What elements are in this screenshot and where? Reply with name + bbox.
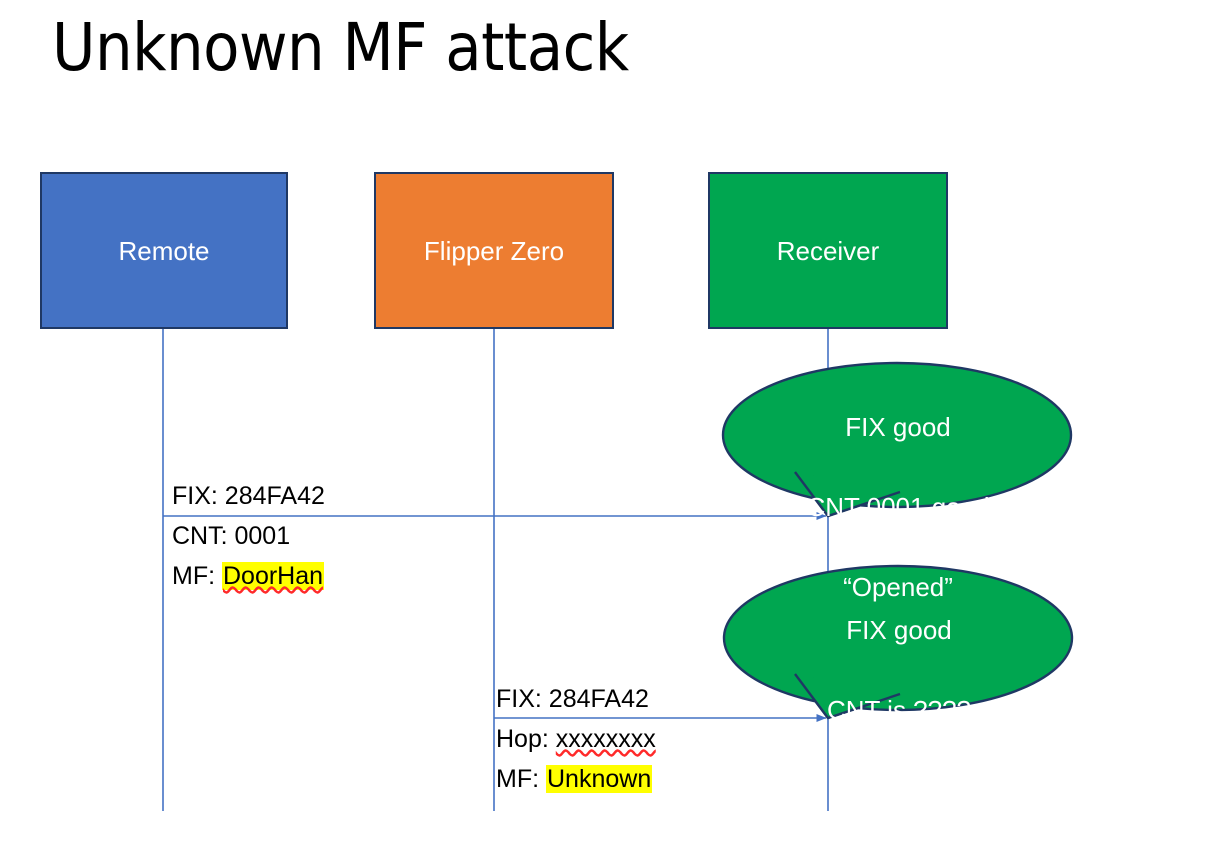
message-label-2: FIX: 284FA42 Hop: xxxxxxxx MF: Unknown <box>496 679 656 799</box>
actor-box-flipper-zero[interactable]: Flipper Zero <box>374 172 614 329</box>
message-2-line-3-value: Unknown <box>546 765 653 793</box>
actor-box-remote[interactable]: Remote <box>40 172 288 329</box>
message-2-line-3-prefix: MF: <box>496 765 546 793</box>
bubble-1-line-3: “Opened” <box>843 572 953 602</box>
page-title: Unknown MF attack <box>52 9 629 86</box>
message-2-line-1-value: 284FA42 <box>548 685 649 713</box>
message-2-line-2-prefix: Hop: <box>496 725 556 753</box>
slide-canvas: Unknown MF attack Remote Flipper Zero <box>40 9 1074 811</box>
actor-label-remote: Remote <box>118 235 210 266</box>
message-1-line-2: CNT: 0001 <box>172 516 325 556</box>
message-2-line-1-prefix: FIX: <box>496 685 549 713</box>
bubble-2-line-3: “Opened” <box>844 775 954 805</box>
actor-label-flipper-zero: Flipper Zero <box>423 235 565 266</box>
message-1-line-1-value: 284FA42 <box>224 482 325 510</box>
message-2-line-3: MF: Unknown <box>496 759 656 799</box>
actor-box-receiver[interactable]: Receiver <box>708 172 948 329</box>
bubble-1-line-1: FIX good <box>845 412 951 442</box>
message-1-line-3: MF: DoorHan <box>172 556 325 596</box>
message-1-line-3-value: DoorHan <box>222 562 325 590</box>
message-label-1: FIX: 284FA42 CNT: 0001 MF: DoorHan <box>172 476 325 596</box>
message-1-line-1: FIX: 284FA42 <box>172 476 325 516</box>
message-2-line-2-value: xxxxxxxx <box>555 725 656 753</box>
message-2-line-2: Hop: xxxxxxxx <box>496 719 656 759</box>
message-1-line-2-prefix: CNT: <box>172 522 235 550</box>
bubble-2-line-1: FIX good <box>846 615 952 645</box>
actor-label-receiver: Receiver <box>776 235 880 266</box>
bubble-2-text: FIX good CNT is ???? “Opened” <box>725 570 1073 850</box>
bubble-1-text: FIX good CNT 0001 good “Opened” <box>723 367 1073 647</box>
bubble-1-line-2: CNT 0001 good <box>806 492 990 522</box>
bubble-2-line-2: CNT is ???? <box>826 695 972 725</box>
message-2-line-1: FIX: 284FA42 <box>496 679 656 719</box>
message-1-line-1-prefix: FIX: <box>172 482 225 510</box>
message-1-line-3-prefix: MF: <box>172 562 222 590</box>
message-1-line-2-value: 0001 <box>234 522 291 550</box>
